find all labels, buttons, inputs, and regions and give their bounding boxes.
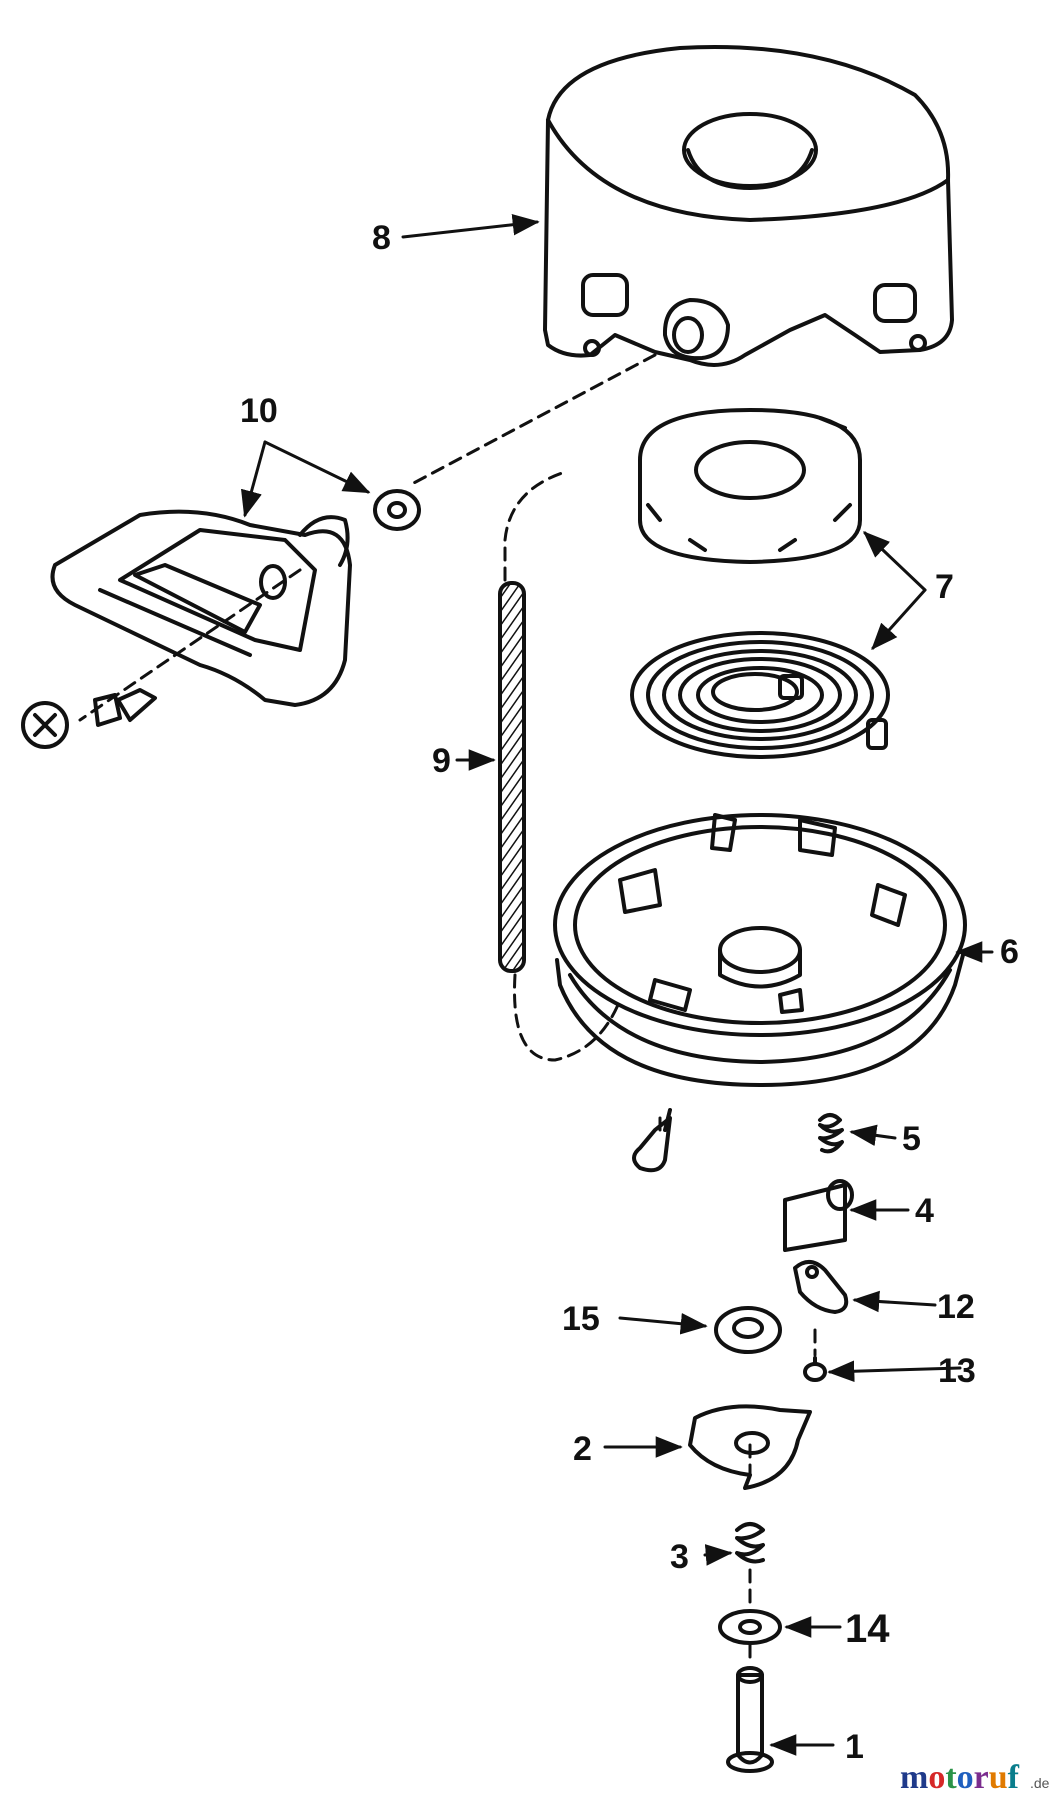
handle-screw [21, 688, 157, 749]
label-15: 15 [562, 1300, 600, 1338]
wm-o2: o [957, 1759, 974, 1796]
wm-f: f [1008, 1759, 1020, 1796]
label-7: 7 [935, 568, 954, 606]
label-12: 12 [937, 1288, 975, 1326]
part-2-friction-plate [688, 1404, 812, 1490]
part-7-spring-cover [638, 408, 862, 564]
part-1-retaining-pin [726, 1666, 774, 1773]
wm-m: m [900, 1759, 928, 1796]
part-5-pawl-spring [818, 1113, 844, 1154]
label-5: 5 [902, 1120, 921, 1158]
wm-o1: o [928, 1759, 945, 1796]
motoruf-watermark: motoruf .de [900, 1759, 1050, 1796]
label-14: 14 [845, 1607, 890, 1651]
part-10-starter-handle [50, 509, 352, 707]
leader-arrows [241, 213, 994, 1756]
part-labels: 8 10 7 9 6 5 4 12 15 13 2 3 14 1 [240, 219, 1019, 1766]
part-13-screw [803, 1356, 827, 1382]
part-8-starter-housing [543, 44, 954, 367]
part-3-brake-spring [735, 1522, 765, 1564]
label-6: 6 [1000, 933, 1019, 971]
label-3: 3 [670, 1538, 689, 1576]
part-6-rope-pulley [553, 813, 967, 1087]
wm-u: u [989, 1759, 1008, 1796]
part-12-link [793, 1260, 849, 1314]
part-9-starter-rope [498, 581, 526, 973]
label-1: 1 [845, 1728, 864, 1766]
part-10-handle-washer [373, 489, 421, 531]
label-10: 10 [240, 392, 278, 430]
part-15-washer [714, 1306, 782, 1354]
label-4: 4 [915, 1192, 934, 1230]
wm-domain: .de [1030, 1775, 1050, 1791]
label-8: 8 [372, 219, 391, 257]
label-2: 2 [573, 1430, 592, 1468]
part-7-recoil-spring [630, 631, 890, 759]
part-4-pawl [783, 1179, 854, 1252]
part-14-washer [718, 1609, 782, 1645]
label-13: 13 [938, 1352, 976, 1390]
label-9: 9 [432, 742, 451, 780]
wm-t: t [945, 1759, 957, 1796]
svg-text:motoruf: motoruf [900, 1759, 1020, 1796]
wm-r: r [974, 1759, 989, 1796]
assembly-guide-lines [78, 353, 817, 1662]
pulley-shaft [632, 1108, 672, 1173]
